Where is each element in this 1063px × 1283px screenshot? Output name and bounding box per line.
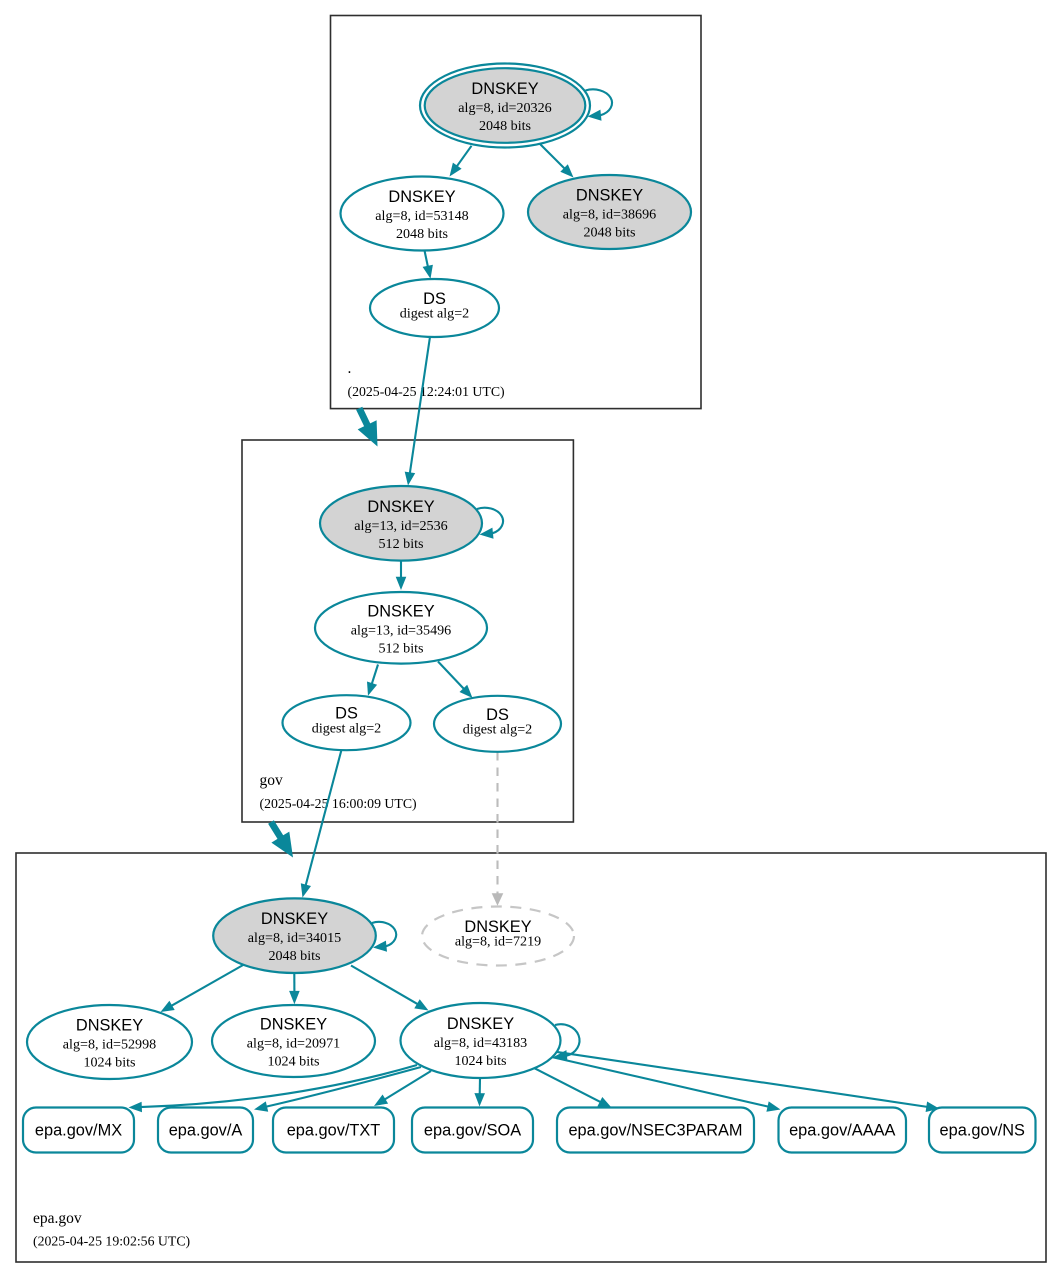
svg-text:DNSKEY: DNSKEY bbox=[576, 187, 643, 205]
svg-text:DNSKEY: DNSKEY bbox=[261, 910, 328, 928]
svg-text:DNSKEY: DNSKEY bbox=[388, 188, 455, 206]
svg-text:alg=8, id=20971: alg=8, id=20971 bbox=[247, 1036, 340, 1052]
svg-text:epa.gov/MX: epa.gov/MX bbox=[35, 1122, 122, 1140]
svg-text:DNSKEY: DNSKEY bbox=[367, 498, 434, 516]
svg-text:(2025-04-25 19:02:56 UTC): (2025-04-25 19:02:56 UTC) bbox=[33, 1234, 190, 1250]
svg-text:DNSKEY: DNSKEY bbox=[76, 1017, 143, 1035]
svg-text:1024 bits: 1024 bits bbox=[267, 1054, 319, 1070]
svg-text:alg=8, id=38696: alg=8, id=38696 bbox=[563, 207, 656, 223]
svg-text:alg=8, id=7219: alg=8, id=7219 bbox=[455, 934, 541, 950]
svg-text:epa.gov/TXT: epa.gov/TXT bbox=[287, 1122, 381, 1140]
svg-text:digest alg=2: digest alg=2 bbox=[312, 720, 381, 736]
svg-text:alg=8, id=52998: alg=8, id=52998 bbox=[63, 1037, 156, 1053]
svg-text:epa.gov/SOA: epa.gov/SOA bbox=[424, 1122, 521, 1140]
svg-text:epa.gov/AAAA: epa.gov/AAAA bbox=[789, 1122, 895, 1140]
svg-text:epa.gov: epa.gov bbox=[33, 1210, 82, 1227]
svg-text:alg=8, id=53148: alg=8, id=53148 bbox=[375, 208, 468, 224]
svg-text:(2025-04-25 16:00:09 UTC): (2025-04-25 16:00:09 UTC) bbox=[260, 796, 417, 812]
svg-text:DNSKEY: DNSKEY bbox=[447, 1015, 514, 1033]
svg-text:alg=8, id=34015: alg=8, id=34015 bbox=[248, 930, 341, 946]
svg-text:2048 bits: 2048 bits bbox=[583, 225, 635, 241]
svg-text:digest alg=2: digest alg=2 bbox=[463, 722, 532, 738]
svg-text:512 bits: 512 bits bbox=[378, 536, 423, 552]
svg-text:(2025-04-25 12:24:01 UTC): (2025-04-25 12:24:01 UTC) bbox=[348, 384, 505, 400]
svg-text:DNSKEY: DNSKEY bbox=[471, 80, 538, 98]
svg-text:2048 bits: 2048 bits bbox=[396, 226, 448, 242]
svg-text:.: . bbox=[348, 360, 352, 377]
svg-text:epa.gov/A: epa.gov/A bbox=[169, 1122, 243, 1140]
svg-text:1024 bits: 1024 bits bbox=[83, 1055, 135, 1071]
svg-text:epa.gov/NSEC3PARAM: epa.gov/NSEC3PARAM bbox=[568, 1122, 742, 1140]
svg-text:DNSKEY: DNSKEY bbox=[367, 602, 434, 620]
svg-text:DNSKEY: DNSKEY bbox=[260, 1016, 327, 1034]
svg-text:alg=13, id=2536: alg=13, id=2536 bbox=[354, 518, 447, 534]
svg-text:alg=8, id=20326: alg=8, id=20326 bbox=[458, 100, 551, 116]
svg-text:epa.gov/NS: epa.gov/NS bbox=[940, 1122, 1026, 1140]
svg-text:1024 bits: 1024 bits bbox=[454, 1053, 506, 1069]
svg-text:2048 bits: 2048 bits bbox=[268, 948, 320, 964]
svg-text:2048 bits: 2048 bits bbox=[479, 118, 531, 134]
svg-text:alg=8, id=43183: alg=8, id=43183 bbox=[434, 1035, 527, 1051]
svg-text:512 bits: 512 bits bbox=[378, 640, 423, 656]
svg-text:gov: gov bbox=[260, 772, 284, 789]
svg-text:digest alg=2: digest alg=2 bbox=[400, 306, 469, 322]
svg-text:alg=13, id=35496: alg=13, id=35496 bbox=[351, 622, 451, 638]
